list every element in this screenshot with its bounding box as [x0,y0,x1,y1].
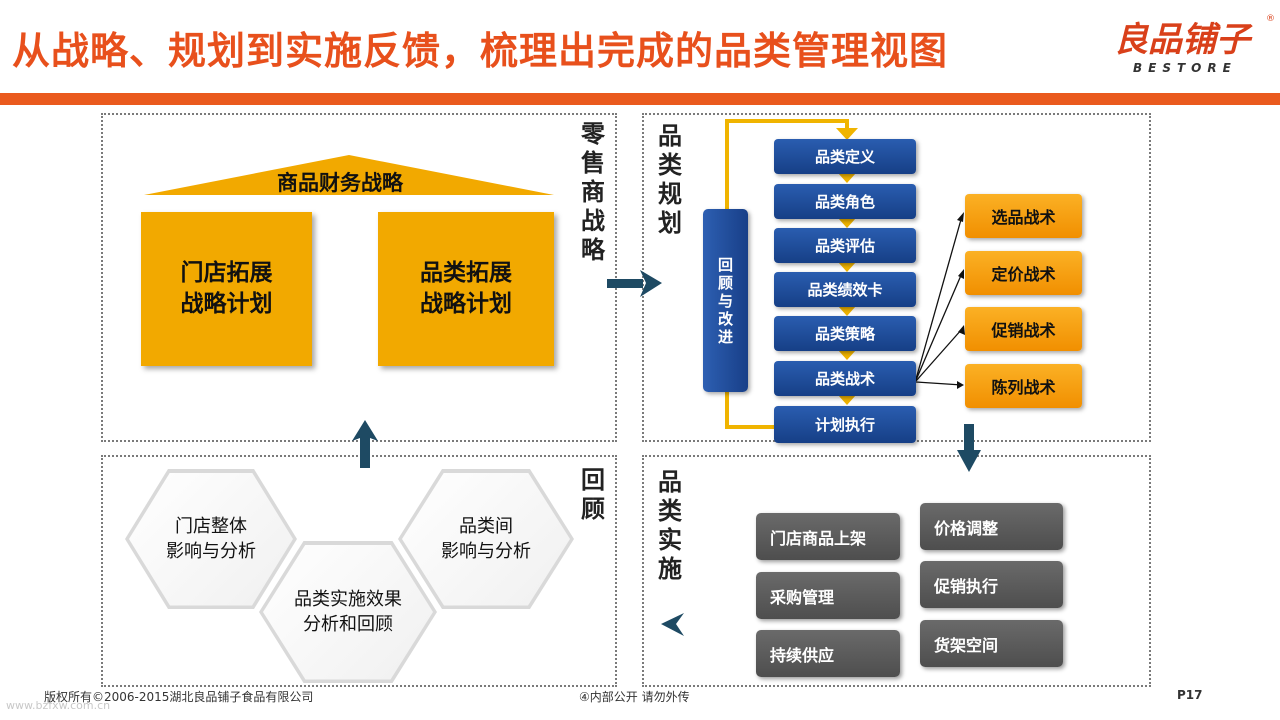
category-implementation-label: 品类实施 [658,468,682,583]
financial-strategy-label: 商品财务战略 [277,171,403,195]
step-category-tactics: 品类战术 [774,361,916,396]
header-divider [0,93,1280,105]
hex-store-impact-text: 门店整体 影响与分析 [166,516,256,562]
step-category-role: 品类角色 [774,184,916,219]
brand-logo-text: 良品铺子 [1114,20,1250,60]
impl-price-adjustment: 价格调整 [920,503,1063,550]
footer-page-number: P17 [1177,688,1203,702]
retail-strategy-label: 零售商战略 [581,120,605,264]
impl-promotion-execution: 促销执行 [920,561,1063,608]
category-planning-label: 品类规划 [658,122,682,237]
impl-shelf-space: 货架空间 [920,620,1063,667]
footer-copyright: 版权所有©2006-2015湖北良品铺子食品有限公司 [44,690,314,704]
registered-mark: ® [1266,14,1275,24]
category-implementation-panel [642,455,1151,687]
store-expansion-plan-text: 门店拓展 战略计划 [180,260,273,317]
hex-implementation-effect-text: 品类实施效果 分析和回顾 [294,589,402,635]
tactic-promotion: 促销战术 [965,307,1082,351]
impl-store-shelving: 门店商品上架 [756,513,900,560]
watermark: www.bzfxw.com.cn [6,699,111,712]
step-category-strategy: 品类策略 [774,316,916,351]
review-label: 回顾 [581,466,605,523]
category-expansion-plan-box: 品类拓展 战略计划 [378,212,554,366]
review-improvement-text: 回顾与改进 [717,255,733,346]
tactic-pricing: 定价战术 [965,251,1082,295]
hex-implementation-effect: 品类实施效果 分析和回顾 [259,541,437,683]
step-plan-execution: 计划执行 [774,406,916,443]
roof-shape [144,155,554,195]
tactic-assortment: 选品战术 [965,194,1082,238]
footer-classification: ④内部公开 请勿外传 [579,690,690,704]
hex-store-impact: 门店整体 影响与分析 [125,469,297,609]
impl-procurement: 采购管理 [756,572,900,619]
brand-logo-subtitle: BESTORE [1133,61,1237,75]
step-category-assessment: 品类评估 [774,228,916,263]
tactic-display: 陈列战术 [965,364,1082,408]
step-category-scorecard: 品类绩效卡 [774,272,916,307]
review-improvement-box: 回顾与改进 [703,209,748,392]
category-expansion-plan-text: 品类拓展 战略计划 [420,260,512,317]
store-expansion-plan-box: 门店拓展 战略计划 [141,212,312,366]
hex-inter-category-impact-text: 品类间 影响与分析 [441,516,531,562]
page-title: 从战略、规划到实施反馈，梳理出完成的品类管理视图 [12,29,949,73]
impl-continuous-supply: 持续供应 [756,630,900,677]
step-category-definition: 品类定义 [774,139,916,174]
